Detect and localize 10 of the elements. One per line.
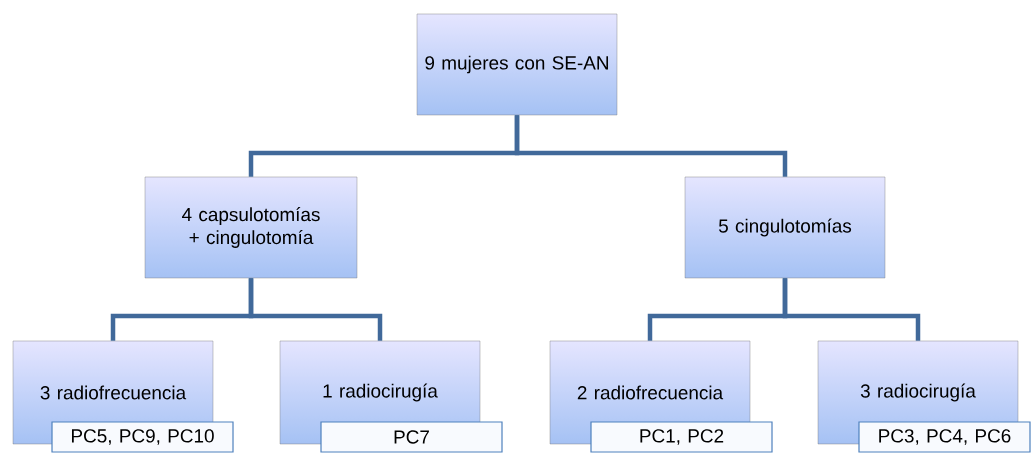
process-box: 5 cingulotomías (684, 176, 886, 279)
connector-line (514, 115, 788, 177)
process-box: 4 capsulotomías + cingulotomía (144, 176, 358, 279)
patient-id-box: PC1, PC2 (590, 421, 773, 453)
connector-line (248, 278, 383, 341)
patient-id-box: PC5, PC9, PC10 (51, 421, 234, 453)
connector-line (782, 278, 921, 341)
patient-id-box: PC7 (320, 421, 503, 453)
patient-id-box: PC3, PC4, PC6 (858, 421, 1031, 453)
process-box: 9 mujeres con SE-AN (416, 13, 618, 116)
